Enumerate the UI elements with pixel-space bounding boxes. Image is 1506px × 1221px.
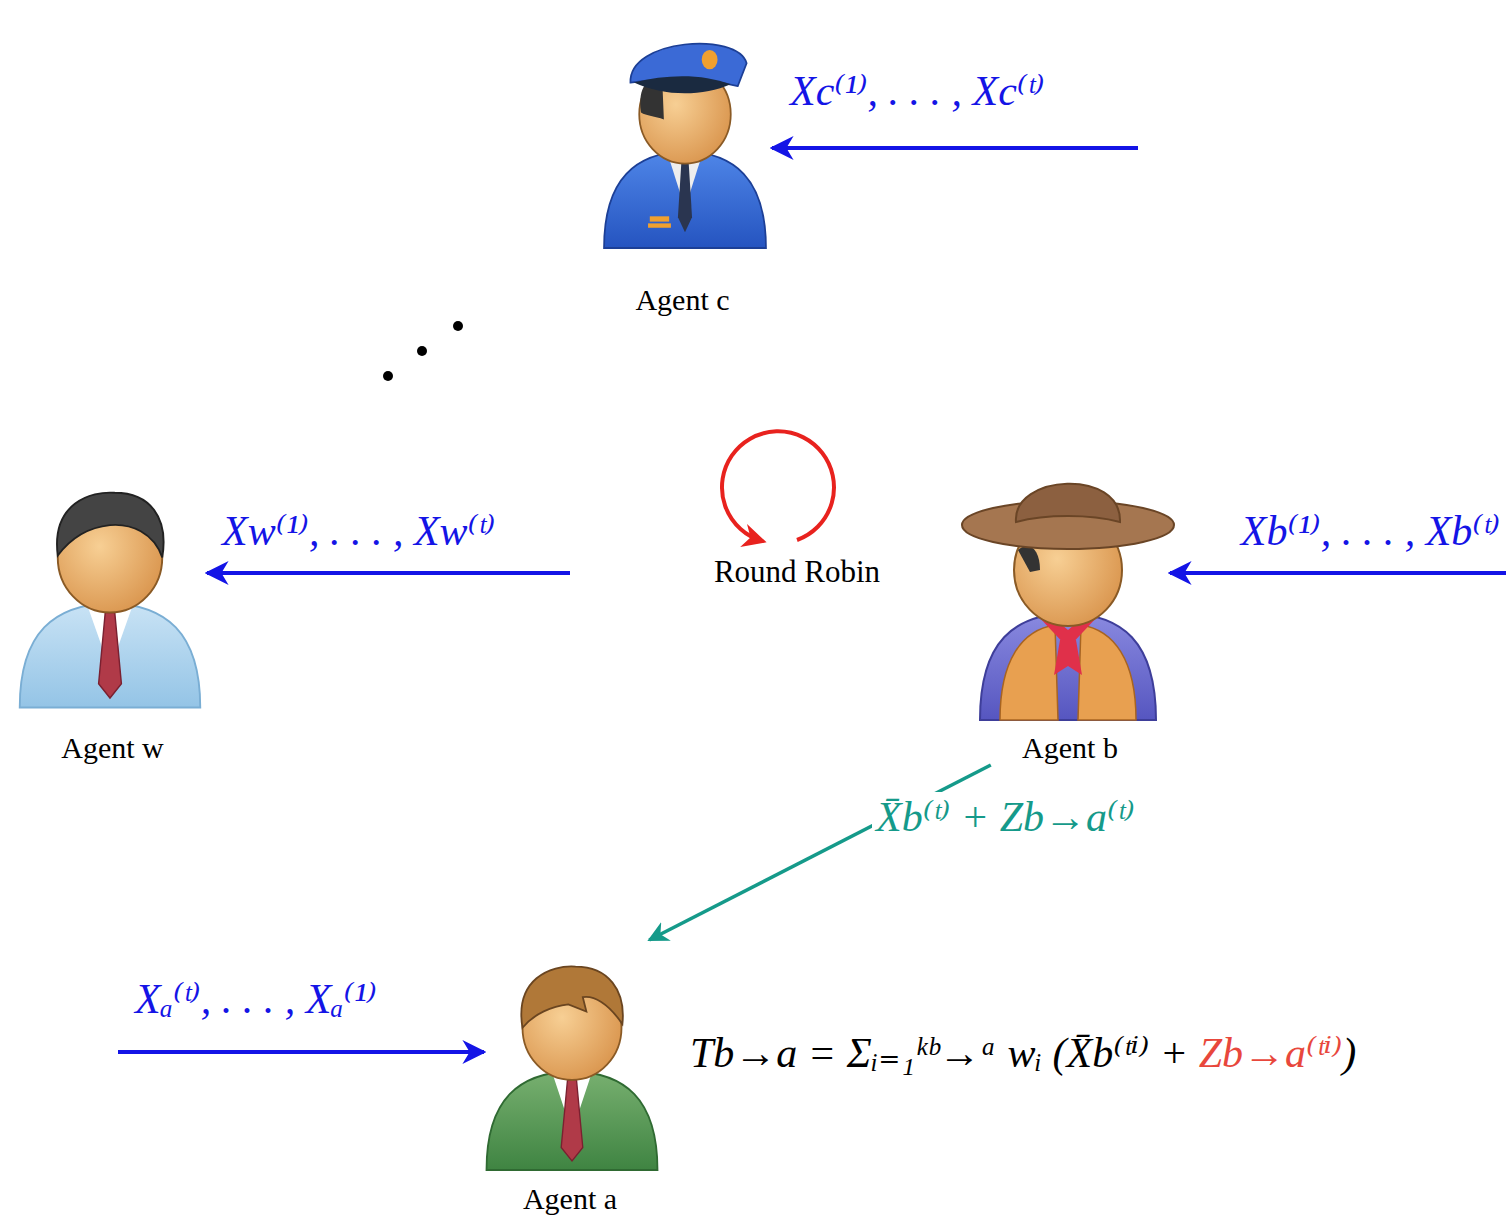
data-stream-label: Xc⁽¹⁾, . . . , Xc⁽ᵗ⁾ xyxy=(790,66,1045,116)
input-arrow xyxy=(118,1050,484,1054)
businessman-figure xyxy=(20,493,201,708)
ellipsis-dot xyxy=(383,371,393,381)
formula-part: Tb→a = Σᵢ₌₁ᵏᵇ→ᵃ wᵢ (X̄b⁽ᵗⁱ⁾ + xyxy=(690,1030,1188,1076)
police-figure xyxy=(604,44,766,248)
agent-name: Agent w xyxy=(57,731,167,766)
agent-name: Agent c xyxy=(631,283,733,318)
round-robin-loop xyxy=(722,431,834,541)
agent-node: Agent a xyxy=(480,940,660,1216)
message-label: X̄b⁽ᵗ⁾ + Zb→a⁽ᵗ⁾ xyxy=(872,792,1139,842)
agent-node: Agent b xyxy=(960,465,1180,765)
ellipsis-dot xyxy=(453,321,463,331)
input-arrow xyxy=(772,146,1138,150)
businessman-figure xyxy=(487,966,658,1170)
agent-node: Agent c xyxy=(595,25,770,317)
formula: Tb→a = Σᵢ₌₁ᵏᵇ→ᵃ wᵢ (X̄b⁽ᵗⁱ⁾ +Zb→a⁽ᵗⁱ⁾) xyxy=(690,1028,1356,1078)
cowboy-figure xyxy=(962,484,1174,720)
input-arrow xyxy=(1170,571,1506,575)
loop-label: Round Robin xyxy=(714,553,880,590)
data-stream-label: Xₐ⁽ᵗ⁾, . . . , Xₐ⁽¹⁾ xyxy=(135,974,377,1024)
input-arrow xyxy=(207,571,570,575)
ellipsis-dot xyxy=(417,346,427,356)
agent-node: Agent w xyxy=(15,465,210,765)
formula-part: Zb→a⁽ᵗⁱ⁾ xyxy=(1199,1030,1343,1076)
agent-name: Agent b xyxy=(1018,731,1122,766)
agent-name: Agent a xyxy=(519,1182,621,1217)
formula-part: ) xyxy=(1342,1030,1356,1076)
data-stream-label: Xw⁽¹⁾, . . . , Xw⁽ᵗ⁾ xyxy=(222,506,495,556)
data-stream-label: Xb⁽¹⁾, . . . , Xb⁽ᵗ⁾ xyxy=(1241,506,1500,556)
